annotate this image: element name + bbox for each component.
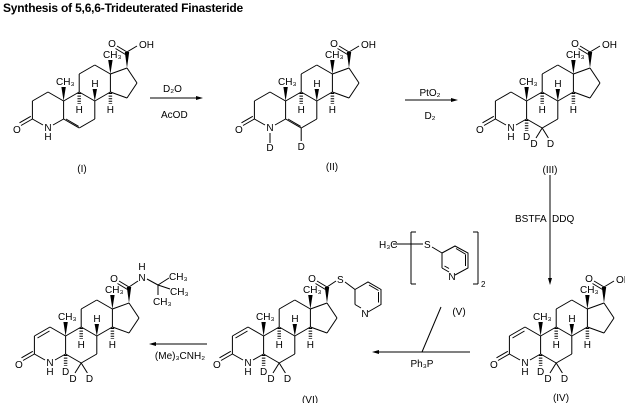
compound-III: (III): [474, 37, 618, 176]
svg-text:2: 2: [481, 280, 486, 289]
reagent-ddq: DDQ: [552, 214, 574, 225]
compound-II: D D (II): [233, 37, 377, 173]
compound-I: H (I): [11, 37, 155, 175]
arrow-step-2: PtO₂ D₂: [405, 88, 458, 122]
reagent-tert-butylamine: (Me)₃CNH₂: [155, 351, 205, 362]
compound-IV: (IV): [488, 272, 625, 403]
reagent-d2: D₂: [424, 111, 435, 122]
svg-text:N: N: [448, 272, 455, 283]
reagent-V: H₃C S N 2 (V): [379, 231, 486, 353]
svg-text:H: H: [138, 262, 145, 273]
svg-text:CH₃: CH₃: [153, 297, 172, 308]
arrow-step-5: (Me)₃CNH₂: [149, 342, 207, 362]
svg-text:D: D: [298, 142, 305, 153]
svg-text:H₃C: H₃C: [379, 240, 398, 251]
compound-label-VI: (VI): [302, 395, 318, 403]
svg-text:CH₃: CH₃: [169, 272, 188, 283]
compound-label-II: (II): [326, 162, 338, 173]
arrow-step-3: BSTFA DDQ: [515, 175, 574, 285]
compound-label-III: (III): [543, 165, 558, 176]
svg-text:N: N: [361, 309, 368, 320]
svg-text:S: S: [337, 275, 344, 286]
compound-label-I: (I): [77, 164, 86, 175]
compound-VI: S N (VI): [211, 272, 382, 403]
reagent-d2o: D₂O: [163, 84, 182, 95]
reagent-ph3p: Ph₃P: [411, 359, 434, 370]
reagent-bstfa: BSTFA: [515, 214, 547, 225]
compound-label-IV: (IV): [553, 393, 569, 403]
reagent-pto2: PtO₂: [419, 88, 440, 99]
svg-text:N: N: [138, 273, 145, 284]
arrow-step-1: D₂O AcOD: [150, 84, 203, 121]
svg-text:H: H: [44, 132, 51, 143]
compound-finasteride-d3: N H CH₃ CH₃ CH₃: [13, 262, 189, 387]
reagent-acod: AcOD: [161, 110, 188, 121]
arrow-step-4: Ph₃P: [372, 350, 470, 370]
svg-text:CH₃: CH₃: [170, 287, 189, 298]
compound-label-V: (V): [452, 307, 465, 318]
svg-text:S: S: [424, 240, 431, 251]
scheme-title: Synthesis of 5,6,6-Trideuterated Finaste…: [3, 1, 243, 15]
svg-text:D: D: [266, 143, 273, 154]
